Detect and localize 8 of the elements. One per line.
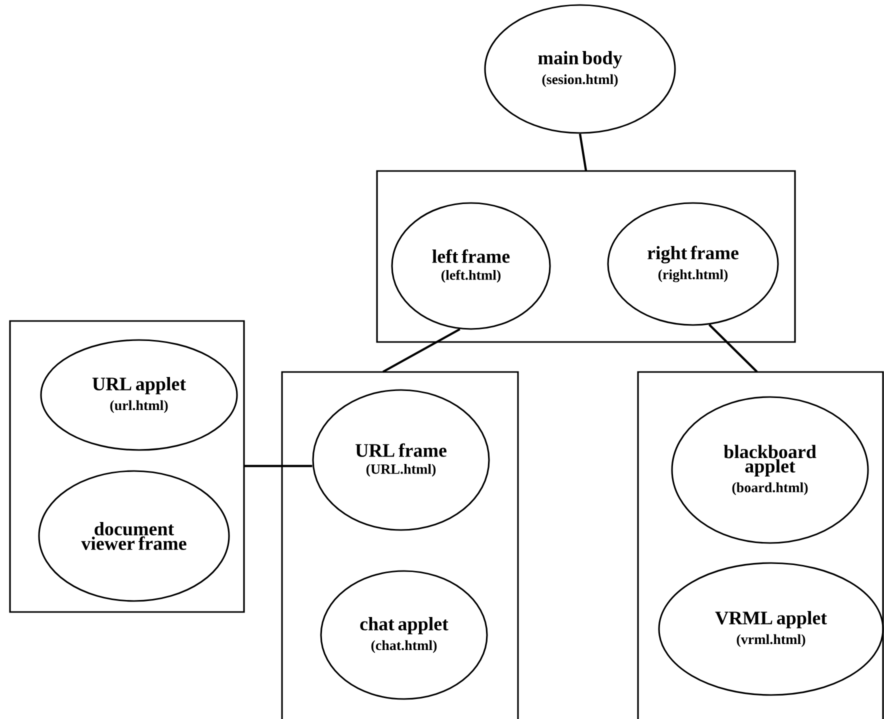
connector-line bbox=[578, 134, 588, 171]
frame-box bbox=[376, 170, 796, 343]
connector-line bbox=[244, 464, 312, 468]
frame-box bbox=[637, 371, 884, 719]
frame-box bbox=[9, 320, 245, 613]
frame-box bbox=[281, 371, 519, 719]
connector-line bbox=[382, 328, 460, 373]
connector-line bbox=[708, 324, 758, 373]
